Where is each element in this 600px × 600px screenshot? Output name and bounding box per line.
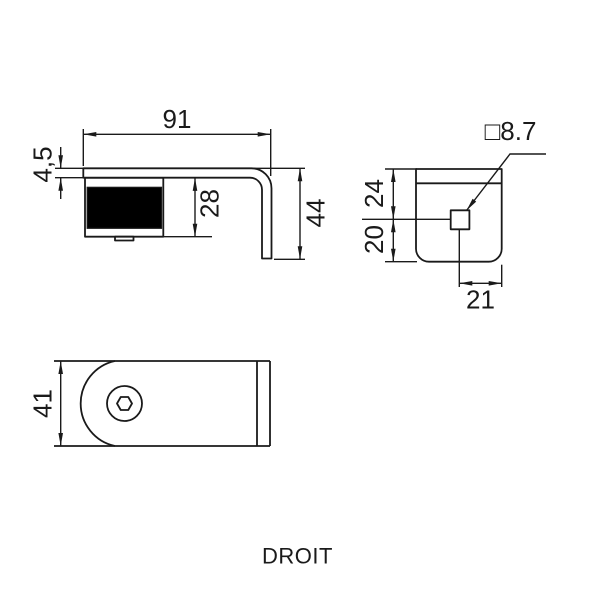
dim-width-91: 91: [82, 104, 272, 176]
dim-28-label: 28: [195, 189, 225, 218]
dim-thickness-4-5: 4,5: [28, 146, 63, 199]
front-view-square-hole: [449, 209, 471, 231]
dim-20-label: 20: [359, 225, 389, 254]
top-view-hex-socket: [116, 396, 133, 411]
top-view: 41: [28, 360, 271, 447]
dim-21: 21: [458, 229, 503, 315]
part-caption: DROIT: [262, 544, 333, 569]
side-view: 91 4,5 28 44: [28, 104, 331, 260]
dim-4-5-label: 4,5: [28, 146, 58, 182]
dim-total-height-44: 44: [274, 168, 331, 260]
leader-square-hole: □8.7: [465, 116, 546, 211]
dim-21-label: 21: [466, 285, 495, 315]
dim-41-label: 41: [28, 389, 58, 418]
dim-44-label: 44: [301, 199, 331, 228]
dim-91-label: 91: [163, 104, 192, 134]
front-view: □8.7 24 20 21: [359, 116, 546, 315]
dim-24-20: 24 20: [359, 168, 417, 263]
dim-square-8-7-label: □8.7: [485, 116, 537, 146]
dim-24-label: 24: [359, 179, 389, 208]
side-view-black-block: [86, 186, 163, 229]
top-view-rounded-end-arc: [79, 360, 116, 447]
dim-insert-height-28: 28: [163, 177, 225, 238]
dim-41: 41: [28, 361, 63, 446]
top-view-screw-head-circle: [106, 385, 143, 422]
side-view-bottom-tab: [114, 235, 135, 242]
